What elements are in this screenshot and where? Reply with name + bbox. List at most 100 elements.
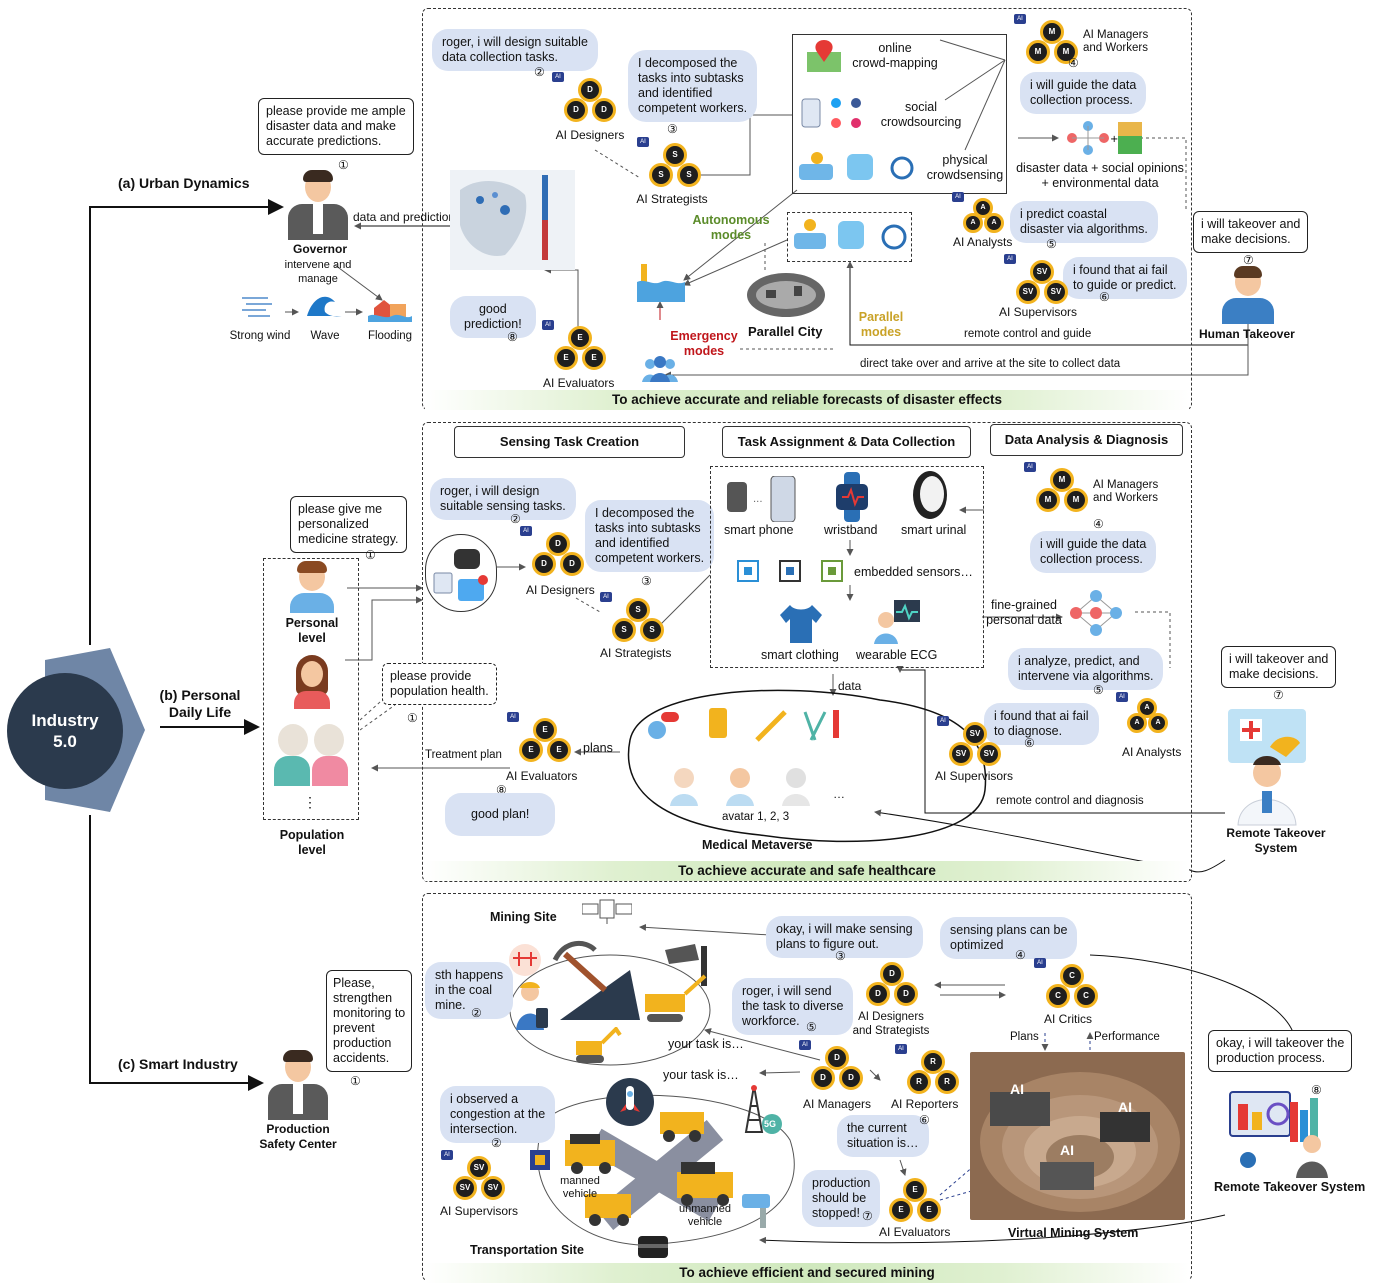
agent-node: D (894, 982, 918, 1006)
urban-strategist-step: ③ (667, 122, 678, 136)
ai-chip-icon: AI (542, 320, 554, 330)
center-step: ① (350, 1074, 361, 1088)
agent-node: A (1137, 698, 1157, 718)
fusion-label: disaster data + social opinions + enviro… (1016, 161, 1184, 190)
agent-node: E (547, 738, 571, 762)
ai-chip-icon: AI (937, 716, 949, 726)
device-embedded-sensors: embedded sensors… (854, 565, 973, 579)
industry-takeover-step: ⑧ (1311, 1083, 1322, 1097)
health-analyst-bubble: i analyze, predict, and intervene via al… (1008, 648, 1164, 690)
agent-node: E (903, 1178, 927, 1202)
ai-chip-icon: AI (799, 1040, 811, 1050)
urban-takeover-bubble: i will takeover and make decisions. (1193, 211, 1309, 253)
ai-label-2: AI (1118, 1099, 1132, 1115)
agent-node: E (568, 326, 592, 350)
agent-node: SV (977, 742, 1001, 766)
urban-strategist-agent: AI S S S (637, 137, 705, 193)
critic-agent: AI C C C (1034, 958, 1102, 1014)
urban-designers-label: AI Designers (555, 128, 625, 142)
agent-node: SV (963, 722, 987, 746)
coal-bubble: sth happens in the coal mine. (425, 962, 514, 1019)
human-takeover-avatar (1218, 266, 1278, 324)
data-label: data (838, 679, 862, 693)
urban-manager-bubble: i will guide the data collection process… (1020, 72, 1147, 114)
ai-chip-icon: AI (441, 1150, 453, 1160)
urban-supervisors-label: AI Supervisors (999, 305, 1078, 319)
industry-title-line1: Industry (31, 711, 99, 730)
patient-bubble: please give me personalized medicine str… (290, 496, 407, 553)
your-task-2: your task is… (663, 1068, 739, 1082)
optimize-step: ④ (1015, 948, 1026, 962)
mining-scene (505, 940, 715, 1030)
sensing-step: ③ (835, 949, 846, 963)
agent-node: SV (1030, 260, 1054, 284)
industry-supervisors-label: AI Supervisors (440, 1204, 519, 1218)
social-media-icon (800, 97, 866, 131)
mode-social: social crowdsourcing (880, 100, 962, 129)
agent-node: SV (453, 1176, 477, 1200)
industry-title: Industry 5.0 (7, 710, 123, 752)
autonomous-modes-label: Autonomous modes (692, 213, 770, 242)
agent-node: D (564, 98, 588, 122)
emergency-modes-label: Emergency modes (670, 329, 738, 358)
health-manager-bubble: i will guide the data collection process… (1030, 531, 1157, 573)
urban-takeover-step: ⑦ (1243, 253, 1254, 267)
ecg-icon (872, 598, 922, 644)
safety-center-label: Production Safety Center (259, 1122, 337, 1151)
ai-chip-icon: AI (1034, 958, 1046, 968)
smart-phone-icon: ... (725, 475, 797, 523)
urban-designer-bubble: roger, i will design suitable data colle… (432, 29, 598, 71)
agent-node: SV (467, 1156, 491, 1180)
header-data-analysis: Data Analysis & Diagnosis (990, 424, 1183, 456)
urban-evaluator-bubble: good prediction! (450, 296, 536, 338)
population-bubble: please provide population health. (382, 663, 497, 705)
urban-designer-agent: AI D D D (552, 72, 620, 128)
mode-online: online crowd-mapping (852, 41, 938, 70)
situation-bubble: the current situation is… (837, 1115, 929, 1157)
wave-icon (305, 290, 345, 320)
branch-personal-line1: (b) Personal (159, 687, 241, 703)
health-supervisors-label: AI Supervisors (935, 769, 1014, 783)
health-manager-agent: AI M M M (1024, 462, 1092, 518)
urban-analyst-agent: AI A A A (952, 192, 1020, 248)
health-strategists-label: AI Strategists (600, 646, 672, 660)
network-icon: + (1058, 118, 1144, 158)
agent-node: S (649, 163, 673, 187)
ai-chip-icon: AI (600, 592, 612, 602)
agent-node: SV (1016, 280, 1040, 304)
header-sensing-task: Sensing Task Creation (454, 426, 685, 458)
health-analyst-agent: AI A A A (1116, 692, 1184, 748)
branch-urban: (a) Urban Dynamics (118, 175, 250, 191)
agent-node: D (592, 98, 616, 122)
health-analysts-label: AI Analysts (1122, 745, 1182, 759)
manned-vehicle-label: manned vehicle (560, 1175, 600, 1200)
governor-step: ① (338, 158, 349, 172)
governor-label: Governor (292, 242, 347, 256)
device-wristband: wristband (824, 523, 878, 537)
virtual-mining-image (970, 1052, 1185, 1220)
urban-analysts-label: AI Analysts (953, 235, 1013, 249)
remote-control-guide-label: remote control and guide (964, 328, 1092, 340)
industry-supervisor-agent: AI SV SV SV (441, 1150, 509, 1206)
ai-chip-icon: AI (637, 137, 649, 147)
agent-node: S (626, 598, 650, 622)
remote-doctor-avatar (1226, 707, 1308, 827)
health-takeover-bubble: i will takeover and make decisions. (1221, 646, 1337, 688)
agent-node: E (519, 738, 543, 762)
roger-bubble: roger, i will send the task to diverse w… (732, 978, 854, 1035)
app-hub (425, 534, 497, 612)
wristband-icon (830, 472, 874, 522)
agent-node: SV (949, 742, 973, 766)
agent-node: D (866, 982, 890, 1006)
woman-avatar (292, 655, 332, 709)
urban-evaluators-label: AI Evaluators (543, 376, 615, 390)
agent-node: E (554, 346, 578, 370)
urban-supervisor-step: ⑥ (1099, 290, 1110, 304)
sensing-bubble: okay, i will make sensing plans to figur… (766, 916, 923, 958)
health-takeover-step: ⑦ (1273, 688, 1284, 702)
device-smart-urinal: smart urinal (901, 523, 967, 537)
health-designer-step: ② (510, 512, 521, 526)
health-designers-label: AI Designers (526, 583, 595, 597)
optimize-bubble: sensing plans can be optimized (940, 917, 1078, 959)
